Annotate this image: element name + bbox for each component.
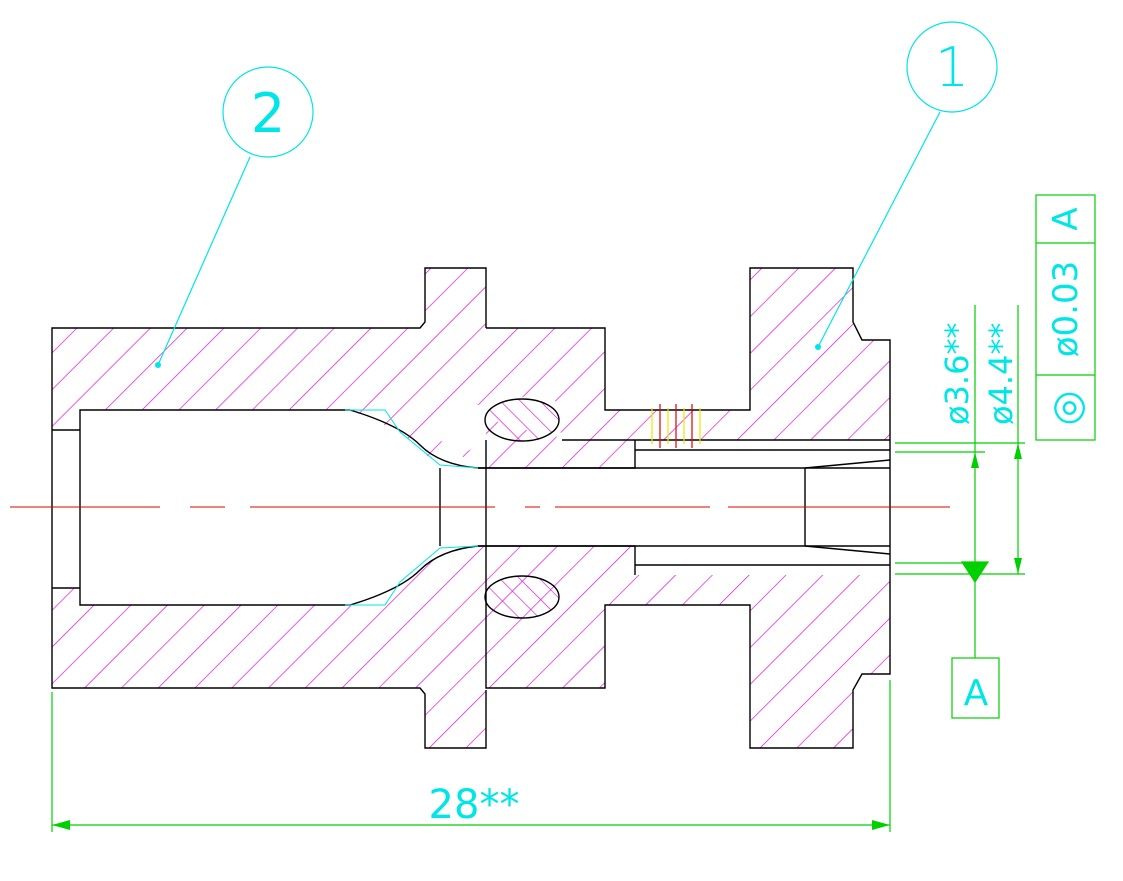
balloon-1: 1: [815, 21, 998, 350]
part-2-lower-outline: [51, 545, 636, 749]
thread-marks: [651, 404, 701, 448]
balloon-2-label: 2: [251, 82, 285, 145]
overall-length-text: 28**: [429, 782, 520, 828]
o-ring-lower: [484, 575, 560, 619]
o-rings: [484, 398, 560, 619]
inner-diameter-text: ø3.6**: [938, 323, 976, 425]
part-1-upper-outline: [486, 267, 891, 451]
datum-box: A: [951, 657, 1000, 719]
o-ring-upper: [484, 398, 560, 442]
datum-box-label: A: [964, 673, 989, 714]
balloon-1-label: 1: [935, 36, 969, 99]
balloon-2: 2: [155, 66, 314, 368]
outer-diameter-text: ø4.4**: [982, 323, 1020, 425]
fcf-tolerance: ø0.03: [1046, 261, 1086, 358]
part-1-lower-half: [486, 575, 890, 748]
balloon-1-leader-dot: [815, 344, 821, 350]
dimension-diameters: [895, 305, 1025, 658]
balloon-2-leader: [157, 156, 251, 366]
balloon-1-leader: [817, 111, 941, 348]
fcf-datum: A: [1046, 207, 1086, 230]
feature-control-frame: A ø0.03 ◎: [1035, 194, 1096, 441]
part-1-lower-outline: [485, 564, 891, 749]
part-2-lower-half: [52, 546, 635, 748]
concentricity-icon: ◎: [1044, 391, 1090, 426]
bore-transition-outline: [345, 409, 479, 606]
balloon-2-leader-dot: [155, 362, 161, 368]
dimension-overall-length: [51, 680, 891, 832]
part-1-upper-half: [486, 268, 890, 440]
part-1-section: [485, 267, 891, 749]
